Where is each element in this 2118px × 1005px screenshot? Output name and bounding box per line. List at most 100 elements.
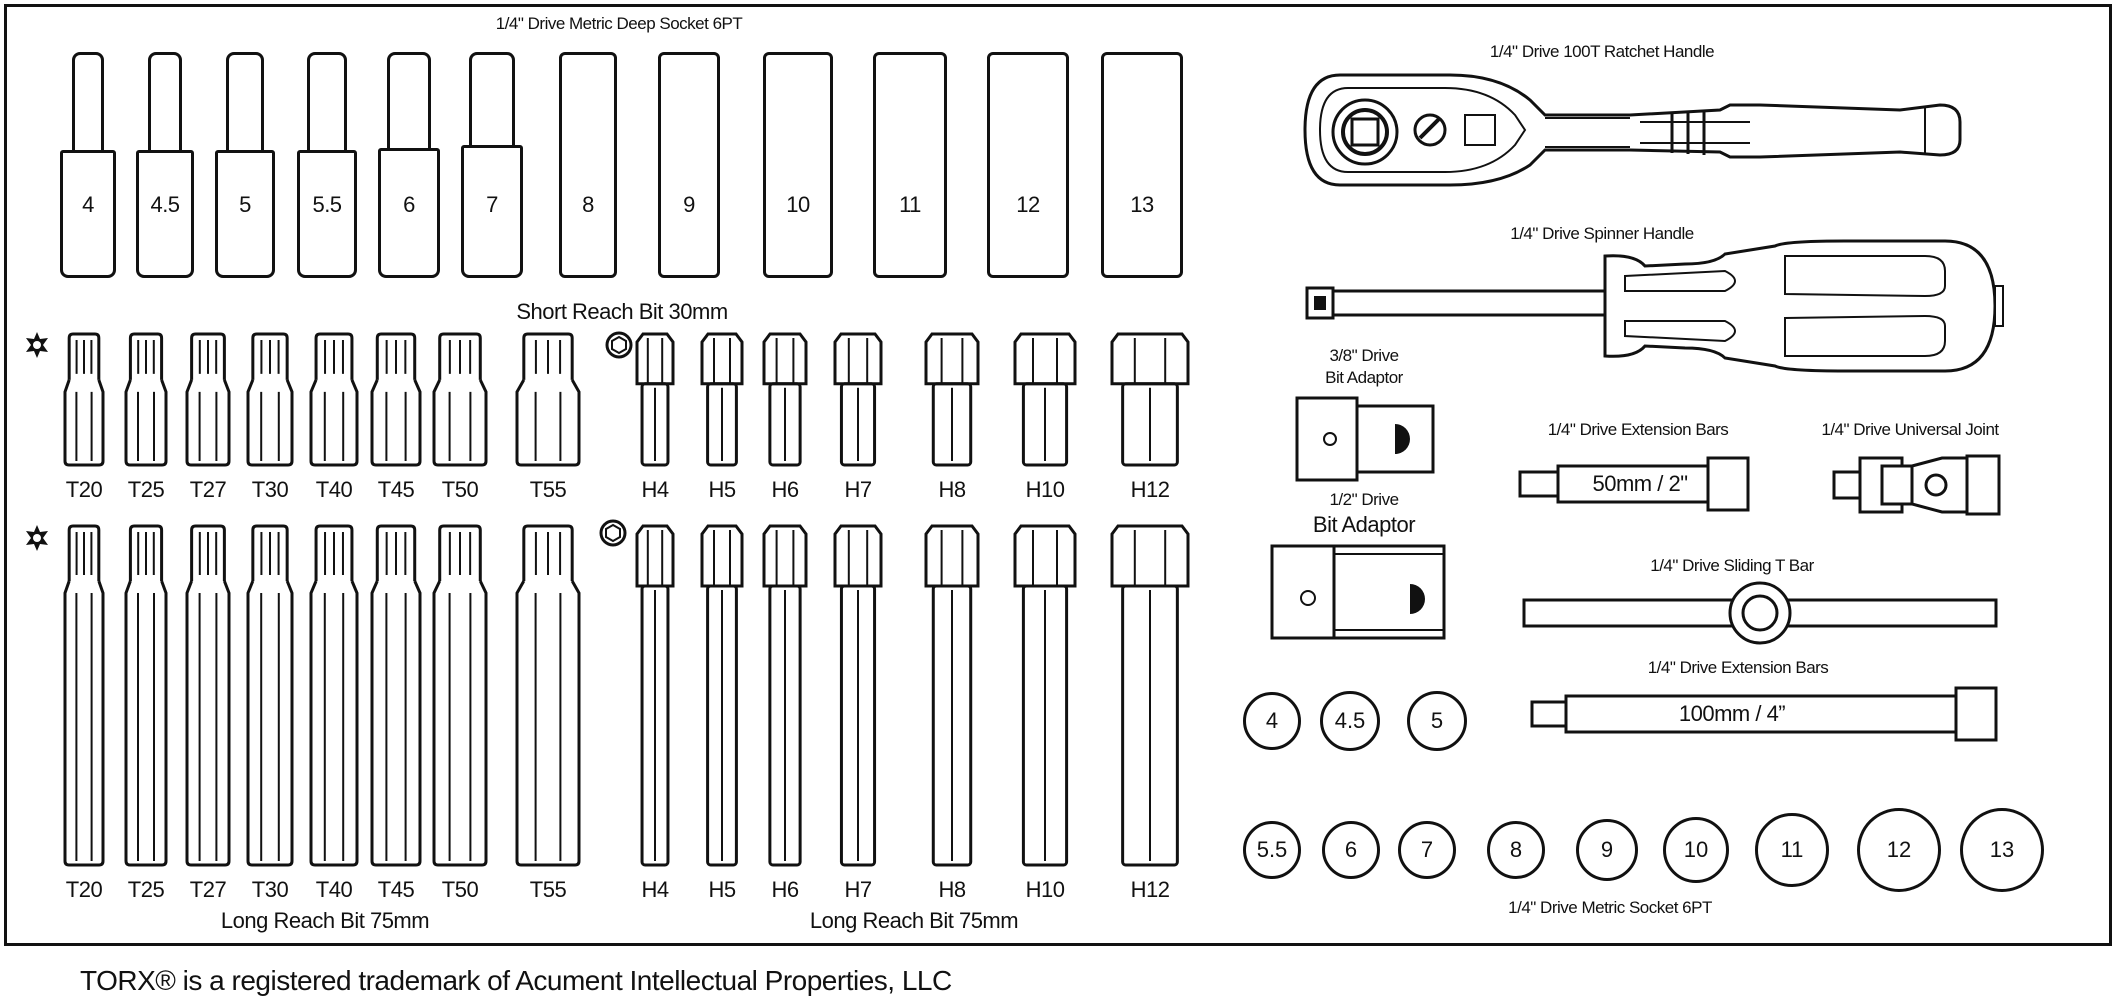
bit-size-label: H12 (1130, 877, 1170, 902)
bit-size-label: T30 (251, 477, 289, 502)
extension-bar-short-icon (1518, 456, 1750, 512)
hex-bit-icon (833, 524, 883, 867)
adaptor-38-title-2: Bit Adaptor (1325, 368, 1403, 387)
torx-bit-icon (124, 332, 168, 467)
bit-size-label: H12 (1130, 477, 1170, 502)
long-hex-title: Long Reach Bit 75mm (809, 908, 1019, 933)
bit-size-label: H8 (938, 477, 966, 502)
deep-socket-body (1101, 52, 1183, 278)
bit-size-label: T40 (315, 477, 353, 502)
bit-adaptor-12-icon (1270, 544, 1446, 640)
deep-socket-size-label: 10 (786, 192, 810, 217)
metric-socket: 4.5 (1320, 691, 1380, 751)
trademark-footer: TORX® is a registered trademark of Acume… (80, 965, 952, 996)
torx-bit-icon (63, 524, 105, 867)
deep-socket-body (763, 52, 833, 278)
torx-star-icon (26, 525, 48, 551)
bit-size-label: T50 (441, 877, 479, 902)
torx-bit-icon (309, 332, 359, 467)
deep-socket-size-label: 11 (899, 192, 921, 217)
deep-socket-title: 1/4" Drive Metric Deep Socket 6PT (495, 14, 743, 33)
long-torx-title: Long Reach Bit 75mm (220, 908, 430, 933)
tbar-title: 1/4" Drive Sliding T Bar (1650, 556, 1814, 575)
bit-size-label: H7 (844, 877, 872, 902)
ext-long-size: 100mm / 4” (1678, 701, 1786, 726)
bit-size-label: T27 (189, 477, 227, 502)
universal-joint-icon (1832, 454, 2001, 516)
deep-socket-size-label: 4.5 (150, 192, 180, 217)
deep-socket-size-label: 13 (1130, 192, 1154, 217)
bit-size-label: T20 (65, 477, 103, 502)
torx-bit-icon (370, 524, 422, 867)
torx-bit-icon (124, 524, 168, 867)
hex-bit-icon (762, 524, 808, 867)
hex-bit-icon (1110, 332, 1190, 467)
bit-size-label: T50 (441, 477, 479, 502)
extension-bar-long-icon (1530, 686, 1998, 742)
torx-bit-icon (246, 524, 294, 867)
deep-socket-body (461, 145, 523, 278)
torx-star-icon (26, 332, 48, 358)
deep-socket-drive-end (148, 52, 182, 153)
torx-bit-icon (432, 332, 488, 467)
hex-bit-icon (700, 332, 744, 467)
bit-size-label: T30 (251, 877, 289, 902)
deep-socket-drive-end (226, 52, 264, 153)
deep-socket-size-label: 12 (1016, 192, 1040, 217)
bit-size-label: T20 (65, 877, 103, 902)
hex-socket-icon (599, 519, 627, 547)
ext-short-title: 1/4" Drive Extension Bars (1547, 420, 1729, 439)
bit-size-label: H8 (938, 877, 966, 902)
hex-bit-icon (700, 524, 744, 867)
deep-socket-body (378, 148, 440, 278)
hex-bit-icon (1110, 524, 1190, 867)
metric-socket: 11 (1755, 813, 1829, 887)
deep-socket-body (136, 150, 194, 278)
metric-socket: 12 (1857, 808, 1941, 892)
bit-size-label: T25 (127, 877, 165, 902)
hex-bit-icon (1013, 332, 1077, 467)
bit-size-label: H7 (844, 477, 872, 502)
torx-bit-icon (515, 332, 581, 467)
ratchet-title: 1/4" Drive 100T Ratchet Handle (1489, 42, 1715, 61)
torx-bit-icon (63, 332, 105, 467)
adaptor-12-title-1: 1/2" Drive (1329, 490, 1399, 509)
bit-size-label: H5 (708, 877, 736, 902)
metric-socket: 5 (1407, 691, 1467, 751)
deep-socket-body (297, 150, 357, 278)
spinner-handle-icon (1305, 239, 2004, 373)
bit-size-label: T55 (529, 877, 567, 902)
metric-socket: 6 (1322, 821, 1380, 879)
deep-socket-body (658, 52, 720, 278)
hex-bit-icon (924, 332, 980, 467)
sliding-t-bar-icon (1522, 581, 1998, 645)
torx-bit-icon (432, 524, 488, 867)
torx-bit-icon (515, 524, 581, 867)
deep-socket-size-label: 8 (582, 192, 594, 217)
hex-bit-icon (762, 332, 808, 467)
bit-size-label: H10 (1025, 477, 1065, 502)
ext-short-size: 50mm / 2" (1592, 471, 1688, 496)
deep-socket-size-label: 5 (239, 192, 251, 217)
deep-socket-size-label: 5.5 (312, 192, 342, 217)
universal-title: 1/4" Drive Universal Joint (1821, 420, 1999, 439)
bit-size-label: H10 (1025, 877, 1065, 902)
deep-socket-drive-end (387, 52, 431, 151)
metric-socket: 7 (1398, 821, 1456, 879)
deep-socket-drive-end (307, 52, 347, 153)
adaptor-12-title-2: Bit Adaptor (1312, 512, 1416, 537)
metric-socket: 8 (1487, 821, 1545, 879)
deep-socket-drive-end (469, 52, 515, 148)
deep-socket-body (559, 52, 617, 278)
torx-bit-icon (185, 524, 231, 867)
deep-socket-drive-end (72, 52, 104, 153)
bit-size-label: T55 (529, 477, 567, 502)
deep-socket-body (60, 150, 116, 278)
metric-socket: 9 (1576, 819, 1638, 881)
deep-socket-size-label: 6 (403, 192, 415, 217)
hex-bit-icon (924, 524, 980, 867)
bit-size-label: T45 (377, 877, 415, 902)
adaptor-38-title-1: 3/8" Drive (1329, 346, 1399, 365)
bit-size-label: H4 (641, 877, 669, 902)
spinner-title: 1/4" Drive Spinner Handle (1510, 224, 1694, 243)
